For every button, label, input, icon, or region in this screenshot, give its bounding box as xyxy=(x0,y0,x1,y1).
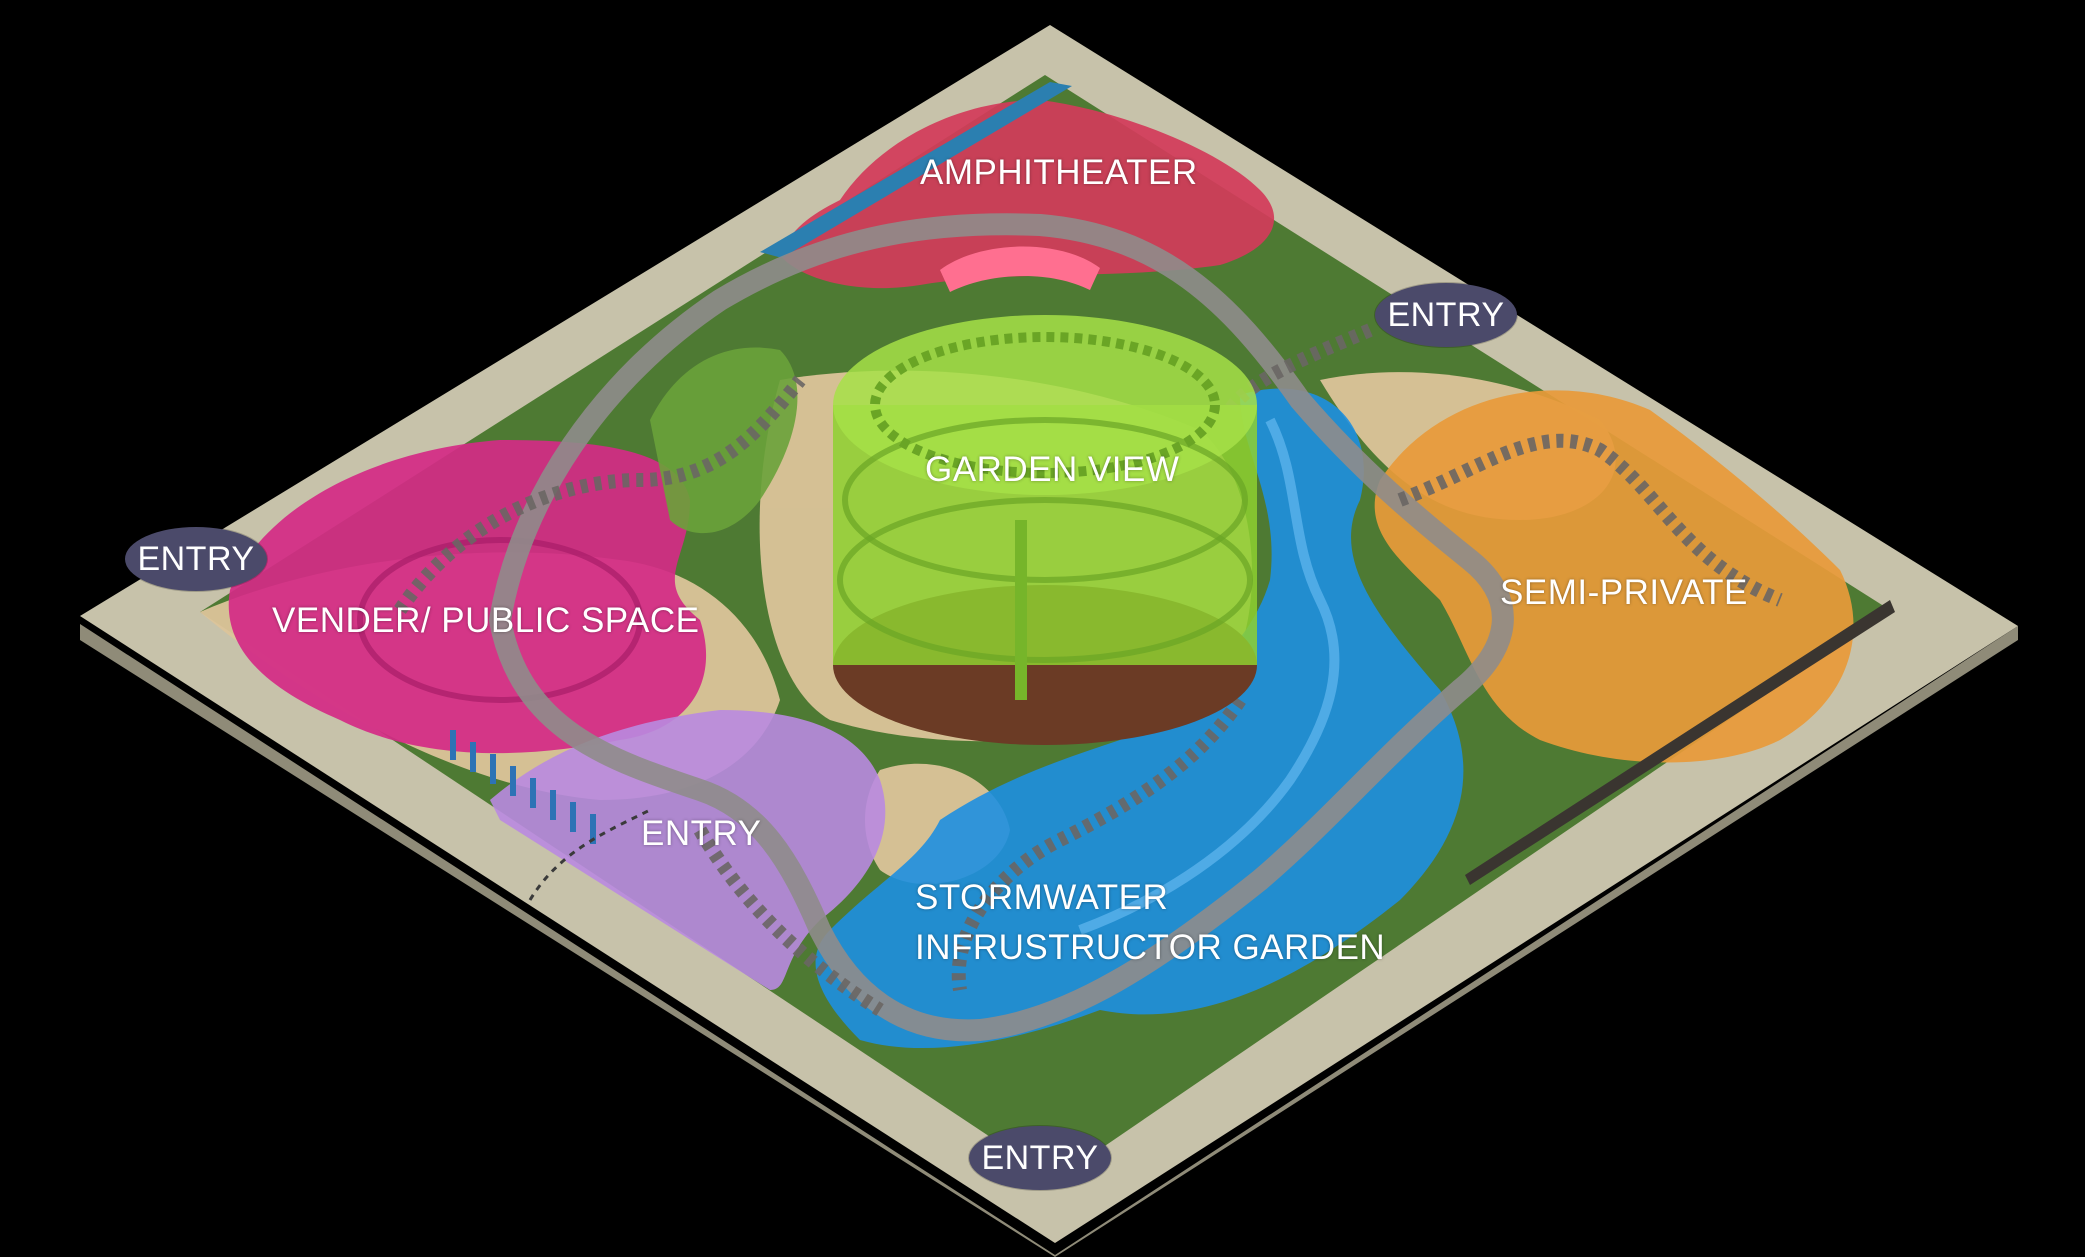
vender-zone xyxy=(228,440,707,754)
entry-badge-north-east: ENTRY xyxy=(1375,283,1517,347)
entry-path-line xyxy=(528,808,651,901)
vender-plaza-ring xyxy=(357,537,643,703)
stormwater-label-line2: INFRUSTRUCTOR GARDEN xyxy=(915,928,1386,967)
green-hill xyxy=(650,347,798,534)
entry-badge-west: ENTRY xyxy=(125,527,267,591)
garden-view-label: GARDEN VIEW xyxy=(925,450,1180,489)
amphitheater-stage xyxy=(940,246,1100,292)
garden-view-tower xyxy=(833,315,1257,745)
pillar-row xyxy=(450,730,596,844)
amphitheater-label: AMPHITHEATER xyxy=(920,153,1198,192)
dashed-trails xyxy=(394,323,1783,1016)
entry-zone xyxy=(490,710,886,990)
stormwater-label-line1: STORMWATER xyxy=(915,878,1169,917)
east-wall xyxy=(1465,600,1895,885)
stormwater-channel xyxy=(1078,417,1340,935)
entry-zone-label: ENTRY xyxy=(641,814,762,853)
vender-public-label: VENDER/ PUBLIC SPACE xyxy=(272,601,700,640)
semi-private-label: SEMI-PRIVATE xyxy=(1500,573,1748,612)
entry-badge-south: ENTRY xyxy=(969,1126,1111,1190)
amphitheater-wall xyxy=(760,82,1072,258)
walkway-loop xyxy=(488,213,1514,1042)
